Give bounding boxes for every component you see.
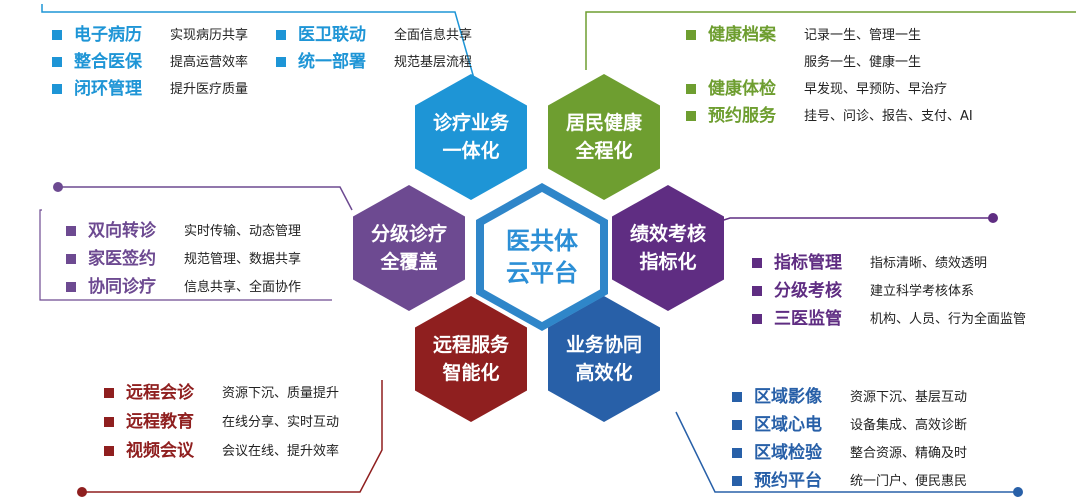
item-desc: 机构、人员、行为全面监管 xyxy=(870,312,1027,327)
hex-diagnosis-line2: 一体化 xyxy=(442,140,500,162)
core-line2: 云平台 xyxy=(506,259,578,287)
item-term: 预约平台 xyxy=(754,471,822,491)
square-bullet-icon xyxy=(104,446,114,456)
item-desc: 统一门户、便民惠民 xyxy=(850,474,968,489)
square-bullet-icon xyxy=(52,57,62,67)
item-term: 双向转诊 xyxy=(88,221,156,241)
item-desc: 会议在线、提升效率 xyxy=(222,444,340,459)
item-desc: 全面信息共享 xyxy=(394,28,473,43)
item-desc: 规范管理、数据共享 xyxy=(184,252,302,267)
item-term: 电子病历 xyxy=(74,25,142,45)
item-term: 区域影像 xyxy=(754,387,822,407)
core-line1: 医共体 xyxy=(506,227,578,255)
square-bullet-icon xyxy=(752,286,762,296)
connector-topright xyxy=(585,11,1076,70)
square-bullet-icon xyxy=(732,392,742,402)
connector-midleft xyxy=(58,186,353,211)
item-desc: 资源下沉、质量提升 xyxy=(222,386,340,401)
square-bullet-icon xyxy=(276,30,286,40)
item-term: 远程会诊 xyxy=(126,383,194,403)
hex-performance: 绩效考核指标化 xyxy=(612,185,724,311)
connector-botleft-dot xyxy=(77,487,87,497)
square-bullet-icon xyxy=(66,226,76,236)
item-desc: 指标清晰、绩效透明 xyxy=(870,256,988,271)
item-term: 整合医保 xyxy=(74,52,142,72)
square-bullet-icon xyxy=(752,258,762,268)
connector-midleft-box xyxy=(39,209,332,301)
square-bullet-icon xyxy=(66,254,76,264)
item-desc: 记录一生、管理一生 xyxy=(804,28,922,43)
item-term: 协同诊疗 xyxy=(88,277,156,297)
hex-collab-line1: 业务协同 xyxy=(565,334,642,356)
item-term: 家医签约 xyxy=(88,249,156,269)
item-term: 视频会议 xyxy=(126,441,194,461)
square-bullet-icon xyxy=(752,314,762,324)
item-desc: 整合资源、精确及时 xyxy=(850,446,968,461)
item-desc: 建立科学考核体系 xyxy=(870,284,975,299)
square-bullet-icon xyxy=(104,417,114,427)
hex-remote-line1: 远程服务 xyxy=(432,334,509,356)
hex-diagnosis-line1: 诊疗业务 xyxy=(432,112,509,134)
hex-referral-line1: 分级诊疗 xyxy=(370,223,447,245)
item-term: 区域检验 xyxy=(754,443,822,463)
hex-remote-line2: 智能化 xyxy=(442,362,500,384)
square-bullet-icon xyxy=(732,420,742,430)
hex-performance-line1: 绩效考核 xyxy=(629,223,706,245)
item-desc: 规范基层流程 xyxy=(394,55,473,70)
item-desc: 在线分享、实时互动 xyxy=(222,415,340,430)
item-term: 三医监管 xyxy=(774,309,842,329)
hex-performance-line2: 指标化 xyxy=(639,251,697,273)
item-desc: 实现病历共享 xyxy=(170,28,249,43)
item-desc: 早发现、早预防、早治疗 xyxy=(804,82,948,97)
item-term: 分级考核 xyxy=(774,281,842,301)
square-bullet-icon xyxy=(52,30,62,40)
square-bullet-icon xyxy=(686,84,696,94)
item-term: 统一部署 xyxy=(298,52,366,72)
square-bullet-icon xyxy=(104,388,114,398)
item-term: 闭环管理 xyxy=(74,79,142,99)
item-term: 健康体检 xyxy=(708,79,776,99)
item-desc: 资源下沉、基层互动 xyxy=(850,390,968,405)
item-term: 区域心电 xyxy=(754,415,822,435)
item-desc: 设备集成、高效诊断 xyxy=(850,418,968,433)
item-desc: 实时传输、动态管理 xyxy=(184,224,302,239)
square-bullet-icon xyxy=(276,57,286,67)
item-term: 远程教育 xyxy=(126,412,194,432)
square-bullet-icon xyxy=(52,84,62,94)
connector-midright-dot xyxy=(988,213,998,223)
item-desc-second-line: 服务一生、健康一生 xyxy=(804,55,922,70)
connector-midleft-dot xyxy=(53,182,63,192)
square-bullet-icon xyxy=(686,111,696,121)
connector-midright xyxy=(704,217,993,227)
item-desc: 信息共享、全面协作 xyxy=(184,280,302,295)
hex-health-line1: 居民健康 xyxy=(565,112,642,134)
connector-topleft xyxy=(41,4,476,83)
item-desc: 挂号、问诊、报告、支付、AI xyxy=(804,109,973,124)
item-term: 预约服务 xyxy=(708,106,776,126)
item-desc: 提高运营效率 xyxy=(170,55,249,70)
hex-referral-line2: 全覆盖 xyxy=(380,251,438,273)
connector-botleft xyxy=(82,380,383,493)
hex-collab-line2: 高效化 xyxy=(575,362,633,384)
hex-health-line2: 全程化 xyxy=(575,140,633,162)
square-bullet-icon xyxy=(732,448,742,458)
hex-health: 居民健康全程化 xyxy=(548,74,660,200)
item-desc: 提升医疗质量 xyxy=(170,82,249,97)
square-bullet-icon xyxy=(732,476,742,486)
item-term: 健康档案 xyxy=(708,25,776,45)
connector-botright xyxy=(675,411,1018,493)
item-term: 指标管理 xyxy=(774,253,842,273)
item-term: 医卫联动 xyxy=(298,25,366,45)
square-bullet-icon xyxy=(66,282,76,292)
connector-botright-dot xyxy=(1013,487,1023,497)
square-bullet-icon xyxy=(686,30,696,40)
